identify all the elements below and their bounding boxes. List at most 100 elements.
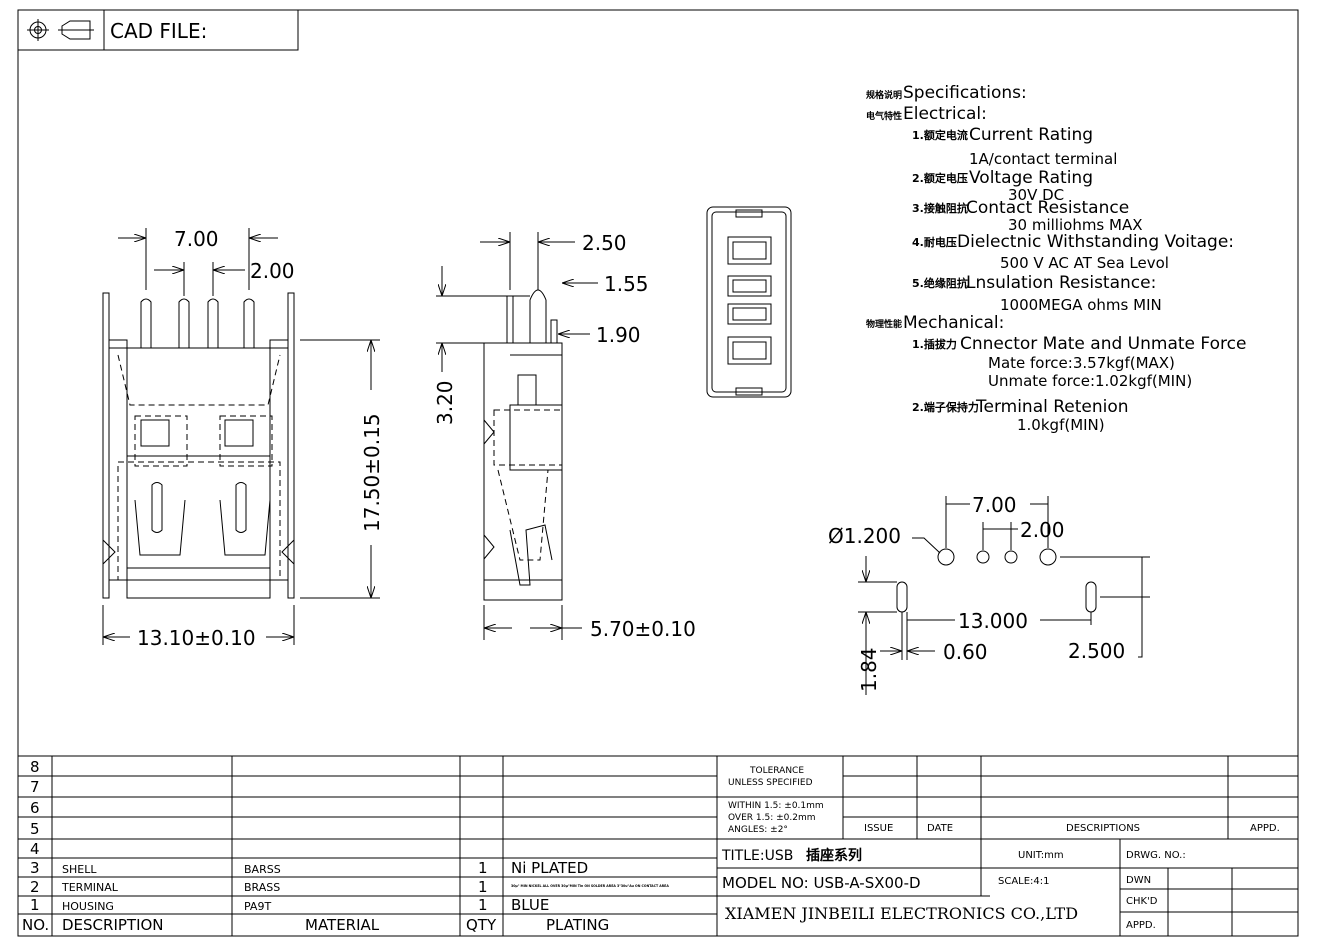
bom-shell-qty: 1	[478, 859, 488, 877]
tb-title-label: TITLE:USB	[721, 848, 793, 864]
dim-side-d: 3.20	[433, 380, 457, 425]
spec-electrical: Electrical:	[903, 104, 987, 124]
title-block: TOLERANCE UNLESS SPECIFIED WITHIN 1.5: ±…	[717, 755, 1298, 936]
tb-within: WITHIN 1.5: ±0.1mm	[728, 801, 824, 811]
spec-m2: Terminal Retenion	[975, 397, 1129, 417]
end-view	[706, 206, 792, 398]
dim-front-pitch: 2.00	[250, 259, 295, 283]
spec-item3-value: 30 milliohms MAX	[1008, 216, 1143, 234]
spec-heading: Specifications:	[903, 83, 1027, 103]
bom-row-number: 7	[30, 778, 40, 796]
spec-mechanical: Mechanical:	[903, 313, 1004, 333]
spec-heading-cn: 规格说明	[866, 89, 902, 101]
spec-item1-cn: 1.额定电流	[912, 128, 968, 142]
bom-row-number: 3	[30, 859, 40, 877]
spec-item4-cn: 4.耐电压	[912, 235, 957, 249]
side-view: 2.50 1.55 1.90 3.20 5.70±0.10	[433, 231, 696, 641]
tb-chkd: CHK'D	[1126, 896, 1158, 907]
tb-angles: ANGLES: ±2°	[728, 825, 788, 835]
specifications: 规格说明 Specifications: 电气特性 Electrical: 1.…	[866, 83, 1246, 434]
spec-m1: Cnnector Mate and Unmate Force	[960, 334, 1246, 354]
bom-shell-material: BARSS	[244, 863, 281, 876]
spec-item1: Current Rating	[969, 125, 1093, 145]
bom-header-qty: QTY	[466, 916, 497, 934]
spec-item5: Lnsulation Resistance:	[966, 273, 1156, 293]
tb-appd: APPD.	[1126, 920, 1156, 931]
spec-item2: Voltage Rating	[969, 168, 1093, 188]
dim-pcb-offset: 2.500	[1068, 639, 1125, 663]
sheet-border	[17, 9, 1299, 937]
spec-item2-cn: 2.额定电压	[912, 171, 968, 185]
bom-row-number: 4	[30, 840, 40, 858]
tb-scale: SCALE:4:1	[998, 876, 1050, 887]
tb-dwn: DWN	[1126, 875, 1151, 886]
spec-m1-value1: Mate force:3.57kgf(MAX)	[988, 354, 1175, 372]
tb-company: XIAMEN JINBEILI ELECTRONICS CO.,LTD	[725, 904, 1078, 923]
spec-item4-value: 500 V AC AT Sea Levol	[1000, 254, 1169, 272]
tb-title-cn: 插座系列	[806, 847, 862, 864]
tb-issue: ISSUE	[864, 823, 893, 834]
dim-pcb-pitch: 2.00	[1020, 518, 1065, 542]
dim-pcb-span: 13.000	[958, 609, 1028, 633]
bom-row-number: 8	[30, 758, 40, 776]
tb-unless: UNLESS SPECIFIED	[728, 778, 813, 788]
dim-pcb-outer: 7.00	[972, 493, 1017, 517]
pcb-footprint: 7.00 2.00 Ø1.200 1.84 13.000 0.60 2.500	[828, 493, 1150, 695]
spec-item4: Dielectnic Withstanding Voitage:	[957, 232, 1234, 252]
dim-pcb-hole: Ø1.200	[828, 524, 901, 548]
spec-item5-cn: 5.绝缘阻抗	[912, 276, 968, 290]
bom-terminal-material: BRASS	[244, 881, 280, 894]
dim-front-pitch-outer: 7.00	[174, 227, 219, 251]
spec-m2-cn: 2.端子保持力	[912, 400, 979, 414]
tb-descriptions: DESCRIPTIONS	[1066, 823, 1140, 834]
bom-terminal-plating: 30μ" MIN NICKEL ALL OVER 30μ"MIN Tin ON …	[511, 884, 669, 888]
tb-over: OVER 1.5: ±0.2mm	[728, 813, 815, 823]
tb-model: MODEL NO: USB-A-SX00-D	[722, 874, 921, 892]
spec-item3-cn: 3.接触阻抗	[912, 201, 968, 215]
spec-m1-value2: Unmate force:1.02kgf(MIN)	[988, 372, 1192, 390]
bom-shell-desc: SHELL	[62, 863, 97, 876]
spec-item2-value: 30V DC	[1008, 186, 1064, 204]
cad-file-label: CAD FILE:	[110, 19, 207, 43]
bom-housing-plating: BLUE	[511, 896, 549, 914]
spec-item5-value: 1000MEGA ohms MIN	[1000, 296, 1162, 314]
dim-pcb-slot-height: 1.84	[857, 647, 881, 692]
front-view: 7.00 2.00 17.50±0.15 13.10±0.10	[102, 227, 384, 650]
dim-side-c: 1.90	[596, 323, 641, 347]
bom-housing-desc: HOUSING	[62, 900, 114, 913]
bom-header-plating: PLATING	[546, 916, 609, 934]
dim-side-width: 5.70±0.10	[590, 617, 696, 641]
tb-drwg-no: DRWG. NO.:	[1126, 850, 1186, 861]
bom-row-number: 5	[30, 820, 40, 838]
dim-front-height: 17.50±0.15	[360, 413, 384, 532]
bom-row-number: 6	[30, 799, 40, 817]
dim-front-width: 13.10±0.10	[137, 626, 256, 650]
dim-pcb-slot-width: 0.60	[943, 640, 988, 664]
tb-appd-column: APPD.	[1250, 823, 1280, 834]
spec-m1-cn: 1.插拔力	[912, 337, 957, 351]
spec-item1-value: 1A/contact terminal	[969, 150, 1117, 168]
spec-item3: Contact Resistance	[966, 198, 1129, 218]
tb-unit: UNIT:mm	[1018, 850, 1064, 861]
bom-header-no: NO.	[22, 916, 49, 934]
tb-tolerance: TOLERANCE	[749, 766, 804, 776]
bom-housing-qty: 1	[478, 896, 488, 914]
bom-terminal-qty: 1	[478, 878, 488, 896]
cad-file-header: CAD FILE:	[17, 9, 299, 51]
third-angle-projection-icon	[27, 19, 94, 41]
bom-header-material: MATERIAL	[305, 916, 380, 934]
bom-table: 8 7 6 5 4 3 2 1 SHELL BARSS 1 Ni PLATED …	[18, 755, 718, 936]
dim-side-b: 1.55	[604, 272, 649, 296]
bom-row-number: 2	[30, 878, 40, 896]
tb-date: DATE	[927, 823, 953, 834]
spec-m2-value: 1.0kgf(MIN)	[1017, 416, 1105, 434]
bom-header-description: DESCRIPTION	[62, 916, 164, 934]
bom-housing-material: PA9T	[244, 900, 271, 913]
bom-row-number: 1	[30, 896, 40, 914]
spec-mechanical-cn: 物理性能	[866, 318, 902, 330]
spec-electrical-cn: 电气特性	[866, 110, 902, 122]
bom-shell-plating: Ni PLATED	[511, 859, 588, 877]
bom-terminal-desc: TERMINAL	[61, 881, 119, 894]
dim-side-a: 2.50	[582, 231, 627, 255]
